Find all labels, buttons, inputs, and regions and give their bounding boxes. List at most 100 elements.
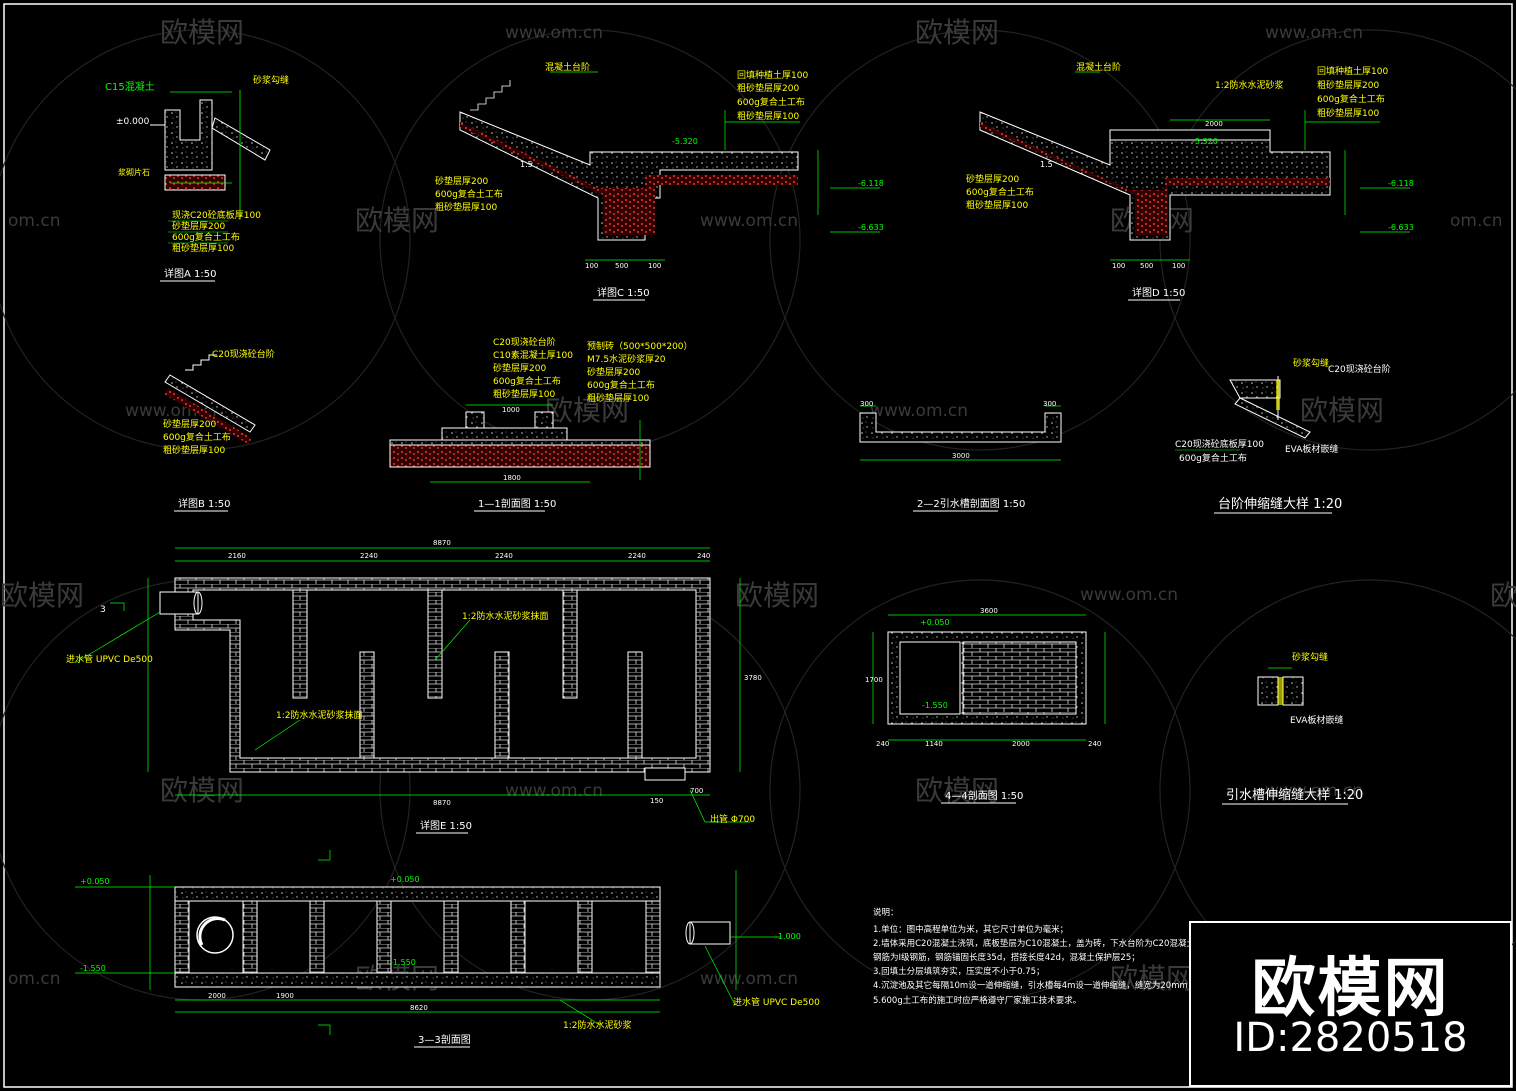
svg-text:www.om.cn: www.om.cn	[870, 401, 968, 421]
detail-b-layer-1: 砂垫层厚200	[163, 418, 216, 430]
detail-d-top-layer-1: 回填种植土厚100	[1317, 65, 1388, 77]
s44-elev-top: +0.050	[920, 618, 950, 627]
note-1: 1.单位：图中高程单位为米，其它尺寸单位为毫米；	[873, 924, 1068, 935]
step-joint-layer-1: C20现浇砼底板厚100	[1175, 438, 1264, 450]
s44-title: 4—4剖面图 1:50	[945, 789, 1023, 802]
s44-dim-b4: 240	[1088, 740, 1101, 748]
s44-elev-bottom: -1.550	[922, 701, 948, 710]
detail-c-bottom-layer-2: 600g复合土工布	[435, 188, 503, 200]
s22-dim-2: 300	[1043, 400, 1056, 408]
step-joint-layer-2: 600g复合土工布	[1179, 452, 1247, 464]
note-5: 5.600g土工布的施工时应严格遵守厂家施工技术要求。	[873, 995, 1081, 1006]
svg-text:欧模网: 欧模网	[915, 16, 999, 49]
svg-text:欧模网: 欧模网	[160, 774, 244, 807]
trench-joint-top: 砂浆勾缝	[1292, 651, 1328, 663]
detail-d-step-note: 混凝土台阶	[1076, 61, 1121, 73]
s11-right-layer-2: M7.5水泥砂浆厚20	[587, 353, 666, 365]
detail-c-dim-3: 100	[648, 262, 661, 270]
section-4-4: 3600 +0.050 -1.550 1700 240 1140 2000 24…	[865, 607, 1106, 804]
id-badge: 欧模网 ID:2820518	[1189, 921, 1512, 1087]
detail-c-title: 详图C 1:50	[597, 286, 650, 299]
detail-c-top-layer-1: 回填种植土厚100	[737, 69, 808, 81]
detail-b-title: 详图B 1:50	[178, 497, 231, 510]
section-2-2: 300 300 3000 2—2引水槽剖面图 1:50	[859, 400, 1062, 512]
detail-a-layer-3: 600g复合土工布	[172, 231, 240, 243]
svg-text:om.cn: om.cn	[8, 211, 61, 231]
s33-dim-1: 2000	[208, 992, 226, 1000]
detail-a-elev: ±0.000	[116, 117, 150, 127]
detail-c-top-layer-3: 600g复合土工布	[737, 96, 805, 108]
s11-left-layer-3: 砂垫层厚200	[493, 362, 546, 374]
s44-dim-b3: 2000	[1012, 740, 1030, 748]
note-2: 2.墙体采用C20混凝土浇筑，底板垫层为C10混凝土，盖为砖，下水台阶为C20混…	[873, 938, 1220, 949]
note-2b: 钢筋为I级钢筋，钢筋锚固长度35d，搭接长度42d，混凝土保护层25；	[873, 952, 1140, 963]
s33-elev-left-top: +0.050	[80, 877, 110, 886]
detail-d-elev-1: -5.320	[1192, 137, 1218, 146]
s22-dim-1: 300	[860, 400, 873, 408]
svg-text:欧模网: 欧模网	[160, 16, 244, 49]
detail-c: 混凝土台阶 回填种植土厚100 粗砂垫层厚200 600g复合土工布 粗砂垫层厚…	[435, 61, 884, 301]
step-joint-eva: EVA板材嵌缝	[1285, 443, 1338, 455]
plan-e-outlet: 出管 Φ700	[710, 813, 755, 825]
s11-dim-2: 1800	[503, 474, 521, 482]
svg-text:www.om.cn: www.om.cn	[700, 211, 798, 231]
detail-c-elev-1: -5.320	[672, 137, 698, 146]
trench-joint-eva: EVA板材嵌缝	[1290, 714, 1343, 726]
section-3-3: +0.050 -1.550 +0.050 -1.550 -1.000 进水管 U…	[75, 850, 820, 1048]
detail-d-bottom-layer-3: 粗砂垫层厚100	[966, 199, 1028, 211]
svg-text:欧模网: 欧模网	[915, 774, 999, 807]
step-joint-top: 砂浆勾缝	[1293, 357, 1329, 369]
s33-pipe-out: 进水管 UPVC De500	[733, 996, 820, 1008]
badge-brand: 欧模网	[1251, 952, 1450, 1026]
plan-e-small-1: 150	[650, 797, 663, 805]
detail-c-dim-1: 100	[585, 262, 598, 270]
s33-elev-inner: -1.550	[390, 958, 416, 967]
detail-c-elev-3: -6.633	[858, 223, 884, 232]
detail-c-bottom-layer-3: 粗砂垫层厚100	[435, 201, 497, 213]
plan-e-title: 详图E 1:50	[420, 819, 472, 832]
plan-e-dim-bottom: 8870	[433, 799, 451, 807]
svg-text:欧模网: 欧模网	[1300, 394, 1384, 427]
detail-d-title: 详图D 1:50	[1132, 286, 1185, 299]
svg-text:www.om.cn: www.om.cn	[125, 401, 223, 421]
s44-dim-b2: 1140	[925, 740, 943, 748]
step-joint-title: 台阶伸缩缝大样 1:20	[1218, 496, 1342, 512]
s33-mortar: 1:2防水水泥砂浆	[563, 1019, 632, 1031]
notes-heading: 说明：	[873, 907, 899, 918]
svg-text:om.cn: om.cn	[8, 969, 61, 989]
detail-b-layer-3: 粗砂垫层厚100	[163, 444, 225, 456]
detail-c-bottom-layer-1: 砂垫层厚200	[435, 175, 488, 187]
note-3: 3.回填土分层填筑夯实，压实度不小于0.75；	[873, 966, 1045, 977]
plan-e-dim-5: 240	[697, 552, 710, 560]
s33-dim-total: 8620	[410, 1004, 428, 1012]
detail-d-dim-3: 100	[1172, 262, 1185, 270]
section-1-1: C20现浇砼台阶 C10素混凝土厚100 砂垫层厚200 600g复合土工布 粗…	[389, 336, 693, 512]
svg-text:www.om.cn: www.om.cn	[1080, 585, 1178, 605]
detail-d-top-layer-4: 粗砂垫层厚100	[1317, 107, 1379, 119]
detail-d-elev-3: -6.633	[1388, 223, 1414, 232]
detail-a-top-note: C15混凝土	[105, 80, 155, 93]
trench-joint-title: 引水槽伸缩缝大样 1:20	[1226, 787, 1363, 803]
s11-dim-1: 1000	[502, 406, 520, 414]
s33-elev-left-bottom: -1.550	[80, 964, 106, 973]
step-joint-top2: C20现浇砼台阶	[1328, 363, 1391, 375]
plan-e-dim-3: 2240	[495, 552, 513, 560]
svg-text:欧模网: 欧模网	[1110, 962, 1194, 995]
s11-right-layer-1: 预制砖（500*500*200）	[587, 340, 693, 352]
svg-text:欧模网: 欧模网	[0, 579, 84, 612]
detail-d-bottom-layer-2: 600g复合土工布	[966, 186, 1034, 198]
detail-a-layer-2: 砂垫层厚200	[172, 220, 225, 232]
note-4: 4.沉淀池及其它每隔10m设一道伸缩缝，引水槽每4m设一道伸缩缝，缝宽为20mm…	[873, 980, 1196, 991]
plan-e-dim-1: 2160	[228, 552, 246, 560]
s22-title: 2—2引水槽剖面图 1:50	[917, 497, 1025, 510]
plan-e-dim-2: 2240	[360, 552, 378, 560]
svg-text:www.om.cn: www.om.cn	[505, 781, 603, 801]
plan-e-dim-total: 8870	[433, 539, 451, 547]
detail-d-bottom-layer-1: 砂垫层厚200	[966, 173, 1019, 185]
s11-left-layer-5: 粗砂垫层厚100	[493, 388, 555, 400]
s11-right-layer-3: 砂垫层厚200	[587, 366, 640, 378]
plan-e-dim-side: 3780	[744, 674, 762, 682]
general-notes: 说明： 1.单位：图中高程单位为米，其它尺寸单位为毫米； 2.墙体采用C20混凝…	[873, 907, 1220, 1006]
plan-e-mortar: 1:2防水水泥砂浆抹面	[462, 610, 549, 622]
